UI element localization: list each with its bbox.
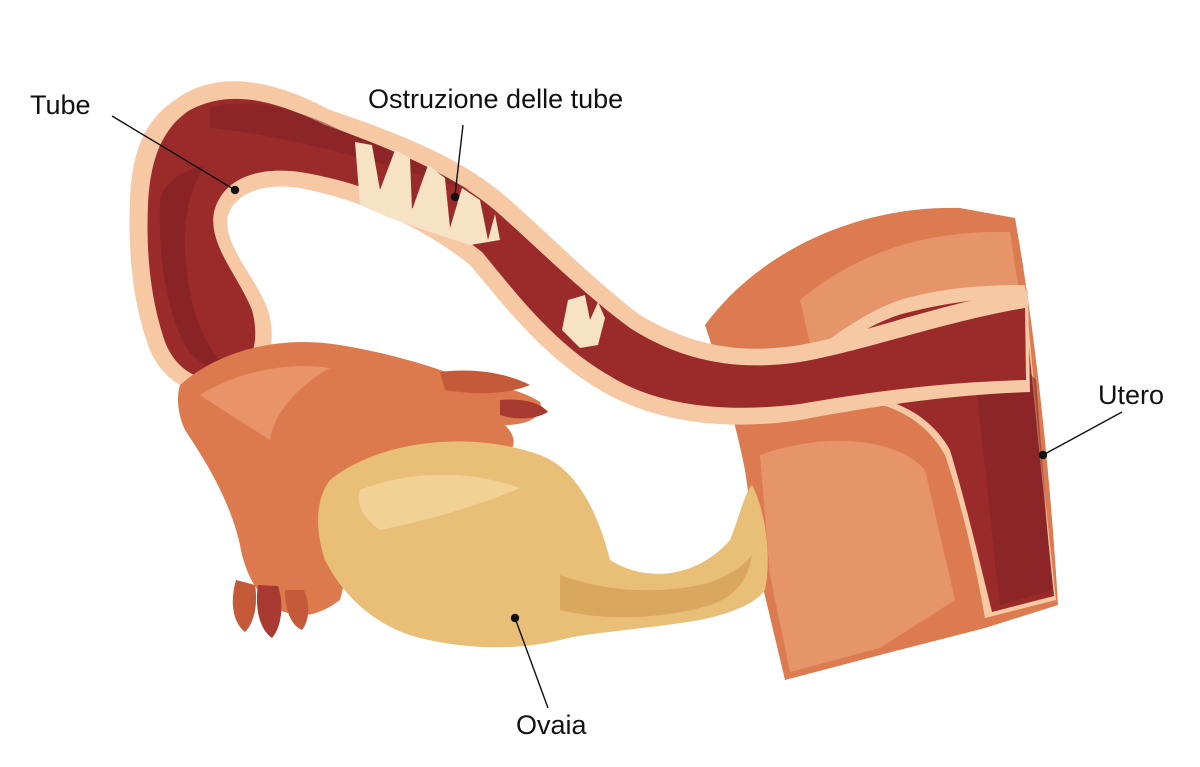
ovary-body [318, 441, 768, 648]
label-tube: Tube [30, 90, 91, 120]
fimbriae-finger-2 [256, 585, 282, 638]
leader-dot-obstruction [450, 192, 460, 202]
leader-dot-uterus [1038, 450, 1048, 460]
fimbriae-finger-1 [232, 580, 257, 632]
blockage-main [355, 142, 500, 245]
leader-line-ovary [514, 617, 549, 709]
uterus-muscle-light [800, 231, 1018, 352]
uterus [705, 207, 1058, 680]
fimbriae-highlight [200, 366, 330, 440]
uterus-cavity-dark [975, 368, 1052, 605]
leader-dot-tube [230, 185, 240, 195]
uterus-body-light [760, 440, 955, 672]
label-uterus: Utero [1098, 380, 1165, 410]
leader-line-obstruction [454, 124, 464, 196]
ovary-highlight [358, 474, 520, 530]
fimbriae-finger-3 [285, 590, 309, 630]
fimbriae-finger-5 [500, 399, 548, 419]
tube-obstruction [355, 142, 605, 348]
ovary-shadow [560, 555, 752, 618]
ovary [318, 441, 768, 648]
leader-lines [111, 115, 1123, 709]
label-tube-obstruction: Ostruzione delle tube [368, 84, 624, 114]
leader-line-uterus [1042, 411, 1123, 456]
fimbriae-finger-4 [440, 370, 530, 394]
blockage-secondary [562, 295, 605, 348]
leader-line-tube [111, 115, 236, 191]
leader-dot-ovary [510, 613, 520, 623]
label-ovary: Ovaia [516, 710, 587, 740]
tube-shading [159, 165, 230, 371]
